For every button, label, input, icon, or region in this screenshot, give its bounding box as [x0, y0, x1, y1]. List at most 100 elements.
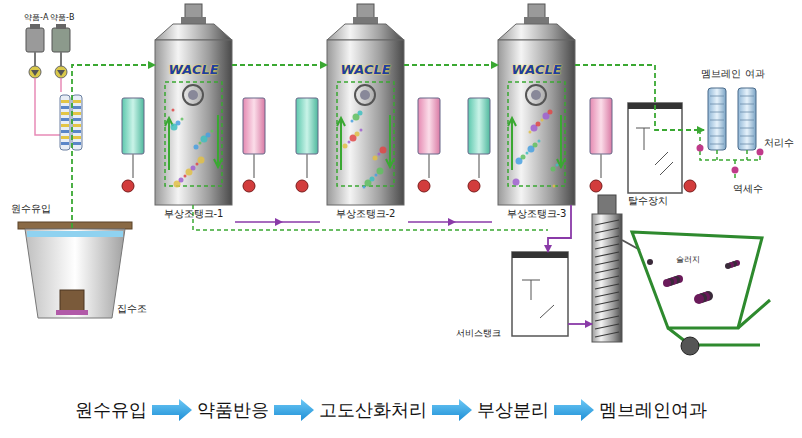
- bubble: [191, 166, 196, 171]
- inner-flow: [165, 82, 222, 186]
- inner-flow: [337, 82, 394, 186]
- filter-band: [61, 136, 69, 139]
- pump: [122, 180, 134, 192]
- bubble: [211, 130, 214, 133]
- bubble: [538, 140, 541, 143]
- screw-flight: [595, 284, 619, 289]
- process-step: 고도산화처리: [319, 398, 427, 422]
- screw-flight: [595, 220, 619, 225]
- pipe: [600, 154, 602, 178]
- bubble: [351, 120, 354, 123]
- screw-flight: [595, 236, 619, 241]
- membrane-fiber: [740, 112, 754, 113]
- node-label: 서비스탱크: [456, 327, 501, 340]
- valve: [697, 145, 704, 152]
- membrane-filter: 멤브레인 여과: [704, 88, 762, 150]
- pipe: [428, 154, 430, 178]
- side-unit: [468, 98, 490, 154]
- process-arrow: [152, 399, 192, 421]
- pump: [418, 180, 430, 192]
- membrane-fiber: [740, 120, 754, 121]
- membrane-module: [708, 88, 726, 150]
- process-step: 약품반응: [197, 398, 269, 422]
- agitator-motor: [185, 4, 202, 18]
- return-arrow: [448, 218, 456, 226]
- filter-band: [61, 130, 69, 133]
- valve: [732, 167, 739, 174]
- flotation-tank: WACLE부상조탱크-2: [327, 24, 404, 205]
- bubble: [172, 109, 175, 112]
- bubble: [179, 178, 184, 183]
- step-label: 약품반응: [197, 399, 269, 420]
- filter-band: [61, 112, 69, 115]
- bubble: [551, 167, 556, 172]
- process-arrow: [554, 399, 594, 421]
- agitator-motor: [357, 4, 374, 18]
- valve: [757, 149, 764, 156]
- bubble: [206, 133, 211, 138]
- side-unit: [590, 98, 612, 154]
- bubble: [348, 141, 351, 144]
- screw-flight: [595, 300, 619, 305]
- part-label: 처리수: [764, 136, 794, 150]
- filter-band: [61, 100, 69, 103]
- node-label: 부상조탱크-3: [476, 207, 597, 221]
- flow-arrow: [214, 115, 222, 167]
- node-label: 부상조탱크-1: [133, 207, 254, 221]
- filter-band: [61, 106, 69, 109]
- flow-arrow: [557, 115, 565, 167]
- bubble: [198, 157, 205, 164]
- flow-arrow: [386, 115, 394, 167]
- brand-logo: WACLE: [498, 62, 575, 77]
- pump: [243, 180, 255, 192]
- screw-flight: [595, 252, 619, 257]
- membrane-fiber: [710, 112, 724, 113]
- motor-base: [524, 17, 549, 24]
- bubble: [360, 129, 363, 132]
- step-label: 부상분리: [477, 399, 549, 420]
- membrane-fiber: [740, 104, 754, 105]
- tank-cone: [498, 24, 575, 40]
- flow-arrow: [508, 118, 516, 170]
- nozzle: [360, 90, 370, 100]
- membrane-fiber: [740, 128, 754, 129]
- nozzle: [188, 90, 198, 100]
- motor-base: [181, 17, 206, 24]
- flotation-tank: [327, 40, 404, 205]
- screw-flight: [595, 276, 619, 281]
- bubble: [377, 168, 384, 175]
- collection-pit: [25, 229, 125, 318]
- brand-logo: WACLE: [155, 62, 232, 77]
- pump-base: [56, 310, 88, 315]
- bubble: [536, 122, 541, 127]
- valve-mark: [31, 70, 39, 76]
- inner-flow: [508, 82, 565, 186]
- flow-connector: [232, 64, 327, 66]
- screw-flight: [595, 332, 619, 337]
- bottle-cap: [30, 24, 40, 29]
- nozzle-ring: [355, 85, 375, 105]
- sludge-lump: [663, 279, 671, 287]
- service-tank: [512, 252, 568, 336]
- process-step: 멤브레인여과: [599, 398, 707, 422]
- chemical-bottle: [52, 28, 70, 52]
- pipe: [34, 52, 36, 66]
- filter-band: [61, 124, 69, 127]
- screw-flight: [595, 268, 619, 273]
- filter-band: [73, 142, 81, 145]
- bubble: [181, 118, 184, 121]
- side-unit: [243, 98, 265, 154]
- recycle-line: [193, 205, 548, 230]
- bubble: [548, 110, 553, 115]
- tank-detail: [636, 128, 673, 175]
- part-label: 역세수: [733, 182, 763, 196]
- flow-connector: [404, 64, 498, 66]
- part-label: 슬러지: [676, 254, 700, 265]
- filter-band: [61, 142, 69, 145]
- bubble: [378, 153, 381, 156]
- bubble: [184, 175, 187, 178]
- filter-band: [73, 136, 81, 139]
- bubble: [343, 144, 348, 149]
- motor-base: [353, 17, 378, 24]
